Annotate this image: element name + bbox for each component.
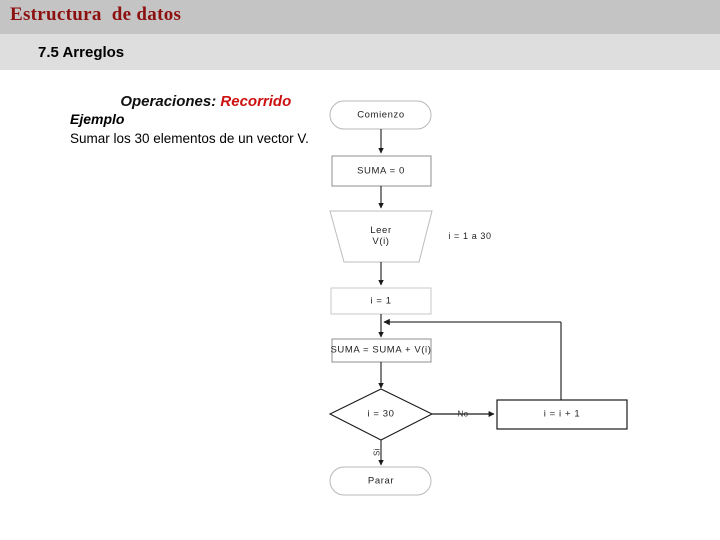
edge-label-si: Si [372,448,382,456]
header-band-secondary [0,34,720,70]
node-start-label: Comienzo [357,109,405,121]
node-initsum-label: SUMA = 0 [357,165,405,177]
page-title: Estructura de datos [10,4,182,25]
example-heading: Ejemplo [70,111,125,127]
header-band-primary [0,0,720,34]
edge-label-no: No [457,409,469,419]
node-read-label: Leer V(i) [370,225,392,247]
section-title: 7.5 Arreglos [38,44,125,61]
node-accumulate-label: SUMA = SUMA + V(i) [330,344,432,356]
example-block: Ejemplo Sumar los 30 elementos de un vec… [70,110,325,148]
annotation-loop-range: i = 1 a 30 [448,231,492,241]
node-test-label: i = 30 [367,408,395,420]
example-body: Sumar los 30 elementos de un vector V. [70,131,309,146]
operations-value: Recorrido [220,93,292,110]
node-initi-label: i = 1 [370,295,392,307]
operations-line: Operaciones: Recorrido [112,76,291,110]
node-increment-label: i = i + 1 [543,408,581,420]
operations-label: Operaciones: [120,93,221,110]
node-stop-label: Parar [367,475,395,487]
